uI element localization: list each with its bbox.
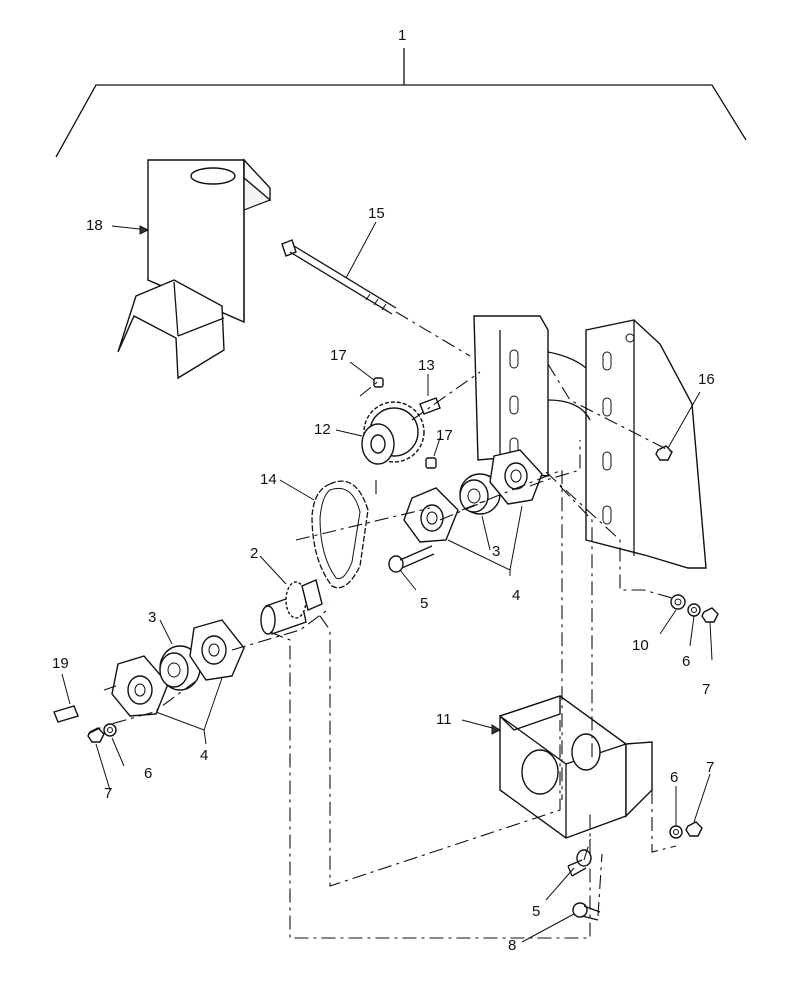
part-7-nut-right-lower bbox=[685, 821, 703, 837]
part-14-chain bbox=[311, 480, 369, 589]
part-12-sprocket bbox=[361, 401, 425, 465]
callout-13: 13 bbox=[418, 357, 435, 374]
callout-18: 18 bbox=[86, 217, 103, 234]
callout-5-lower: 5 bbox=[532, 903, 540, 920]
part-19-key bbox=[53, 705, 79, 723]
callout-5-upper: 5 bbox=[420, 595, 428, 612]
callout-14: 14 bbox=[260, 471, 277, 488]
part-16-nut bbox=[655, 445, 673, 461]
part-13-key bbox=[419, 397, 441, 415]
callout-4-left: 4 bbox=[200, 747, 208, 764]
part-4-flange-right-outer bbox=[403, 487, 459, 543]
callout-7-right-lower: 7 bbox=[706, 759, 714, 776]
part-4-flange-right-inner bbox=[489, 449, 543, 505]
part-6-washer-right-upper bbox=[687, 603, 701, 617]
part-3-bearing-right bbox=[459, 473, 501, 515]
callout-12: 12 bbox=[314, 421, 331, 438]
part-18-cover bbox=[117, 158, 272, 380]
part-4-flange-left-inner bbox=[189, 619, 245, 681]
assembly-bracket bbox=[55, 48, 747, 158]
callout-2: 2 bbox=[250, 545, 258, 562]
part-8-bolt bbox=[572, 902, 601, 921]
part-5-bolt-lower bbox=[567, 849, 592, 877]
part-5-bolt-upper bbox=[388, 545, 435, 573]
assembly-center-lines bbox=[87, 363, 677, 939]
callout-17-top: 17 bbox=[330, 347, 347, 364]
callout-4-right: 4 bbox=[512, 587, 520, 604]
part-6-washer-left bbox=[103, 723, 117, 737]
part-4-flange-left-outer bbox=[111, 655, 169, 717]
callout-11: 11 bbox=[436, 711, 452, 728]
part-15-bolt bbox=[281, 239, 471, 357]
callout-6-left: 6 bbox=[144, 765, 152, 782]
callout-labels: 1 18 15 17 13 12 17 14 16 2 3 5 4 3 19 4… bbox=[52, 27, 715, 954]
part-17-setscrew-top bbox=[373, 377, 384, 388]
callout-19: 19 bbox=[52, 655, 69, 672]
callout-17-bottom: 17 bbox=[436, 427, 453, 444]
callout-15: 15 bbox=[368, 205, 385, 222]
part-2-shaft bbox=[260, 579, 323, 635]
callout-8: 8 bbox=[508, 937, 516, 954]
part-11-housing bbox=[498, 695, 653, 839]
callout-3-right: 3 bbox=[492, 543, 500, 560]
callout-3-left: 3 bbox=[148, 609, 156, 626]
callout-7-right-upper: 7 bbox=[702, 681, 710, 698]
callout-6-right-lower: 6 bbox=[670, 769, 678, 786]
part-10-washer bbox=[670, 594, 686, 610]
callout-6-right-upper: 6 bbox=[682, 653, 690, 670]
leader-lines bbox=[61, 221, 713, 943]
frame-plates bbox=[473, 315, 707, 569]
callout-7-left: 7 bbox=[104, 785, 112, 802]
part-17-setscrew-bottom bbox=[425, 457, 437, 469]
callout-1: 1 bbox=[398, 27, 406, 44]
part-6-washer-right-lower bbox=[669, 825, 683, 839]
callout-16: 16 bbox=[698, 371, 715, 388]
part-7-nut-right-upper bbox=[701, 607, 719, 623]
callout-10: 10 bbox=[632, 637, 649, 654]
